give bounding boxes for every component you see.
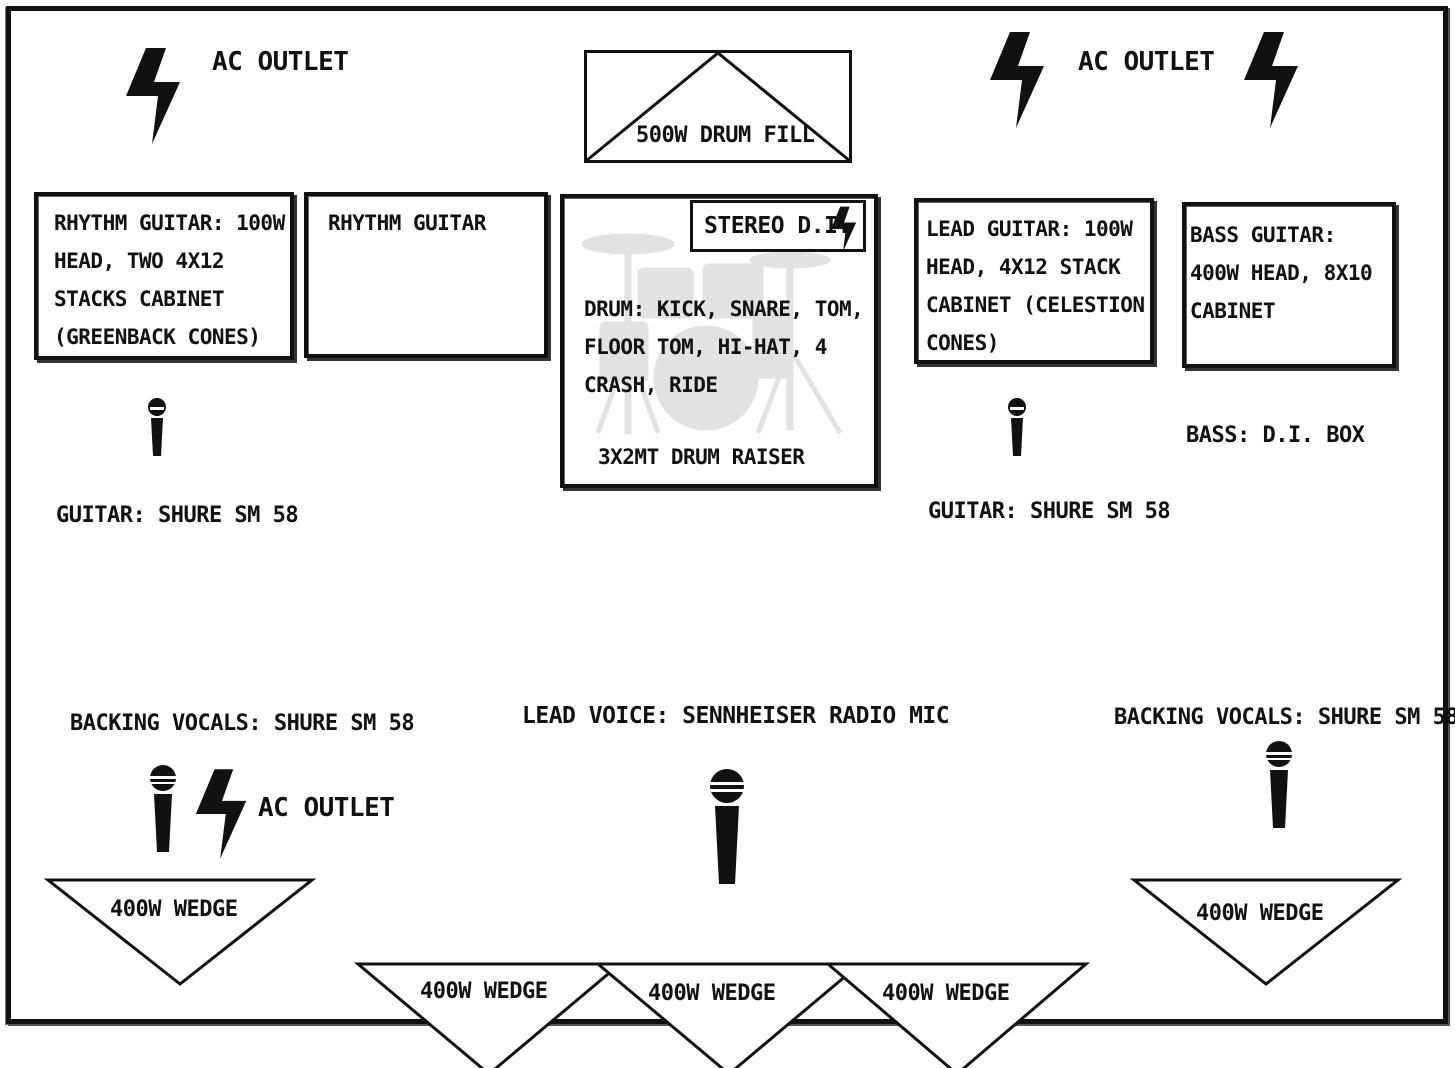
lightning-bolt-icon: [830, 206, 857, 252]
rhythm-guitar-amp-label: Rhythm guitar: 100W head, two 4x12 stack…: [54, 211, 285, 349]
wedge-monitor-left: [43, 878, 317, 986]
lead-voice-label: LEAD VOICE: SENNHEISER RADIO MIC: [522, 703, 950, 729]
stereo-di-label: STEREO D.I.: [704, 213, 851, 239]
wedge-monitor-front-2: [593, 962, 865, 1068]
microphone-icon: [1008, 398, 1026, 456]
microphone-icon: [710, 769, 744, 884]
rhythm-guitar-label: RHYTHM guitar: [328, 211, 486, 235]
wedge-front-1-label: 400W wedge: [420, 979, 548, 1004]
bass-di-label: Bass: D.I. box: [1186, 423, 1365, 448]
guitar-mic-left-label: Guitar: Shure SM 58: [56, 503, 299, 528]
backing-vocals-left-label: Backing vocals: Shure SM 58: [70, 711, 415, 736]
backing-vocals-right-label: Backing vocals: Shure SM 58: [1114, 705, 1455, 730]
lightning-bolt-icon: [126, 48, 180, 144]
microphone-icon: [148, 398, 166, 456]
wedge-right-label: 400W wedge: [1196, 901, 1324, 926]
lightning-bolt-icon: [1244, 32, 1298, 128]
microphone-icon: [150, 765, 176, 852]
lead-guitar-amp: [914, 198, 1154, 364]
guitar-mic-right-label: Guitar: Shure SM 58: [928, 499, 1171, 524]
microphone-icon: [1266, 741, 1292, 828]
lightning-bolt-icon: [195, 769, 247, 859]
lead-guitar-amp-label: LEAD guitar: 100W head, 4x12 stack cabin…: [926, 217, 1145, 355]
wedge-monitor-front-3: [823, 962, 1091, 1068]
ac-outlet-label: AC OUTLET: [212, 47, 349, 77]
wedge-front-2-label: 400W wedge: [648, 981, 776, 1006]
drum-kit-label: DRUM: Kick, Snare, Tom, Floor tom, hi-ha…: [584, 297, 864, 397]
rhythm-guitar-box: [304, 192, 548, 358]
wedge-left-label: 400W wedge: [110, 897, 238, 922]
lightning-bolt-icon: [990, 32, 1044, 128]
bass-guitar-amp-label: BASS guitar: 400W head, 8x10 cabinet: [1190, 223, 1373, 323]
drum-fill-monitor: [584, 50, 852, 163]
drum-kit-icon: [581, 233, 843, 435]
ac-outlet-label: AC OUTLET: [258, 793, 395, 823]
drum-raiser-label: 3x2MT drum raiser: [598, 445, 805, 469]
rhythm-guitar-amp: [34, 192, 294, 360]
ac-outlet-label: AC OUTLET: [1078, 47, 1215, 77]
drum-fill-label: 500W DRUM FILL: [636, 123, 815, 148]
wedge-monitor-right: [1129, 878, 1403, 986]
wedge-monitor-front-1: [353, 962, 625, 1068]
wedge-front-3-label: 400W wedge: [882, 981, 1010, 1006]
bass-guitar-amp: [1182, 202, 1396, 368]
